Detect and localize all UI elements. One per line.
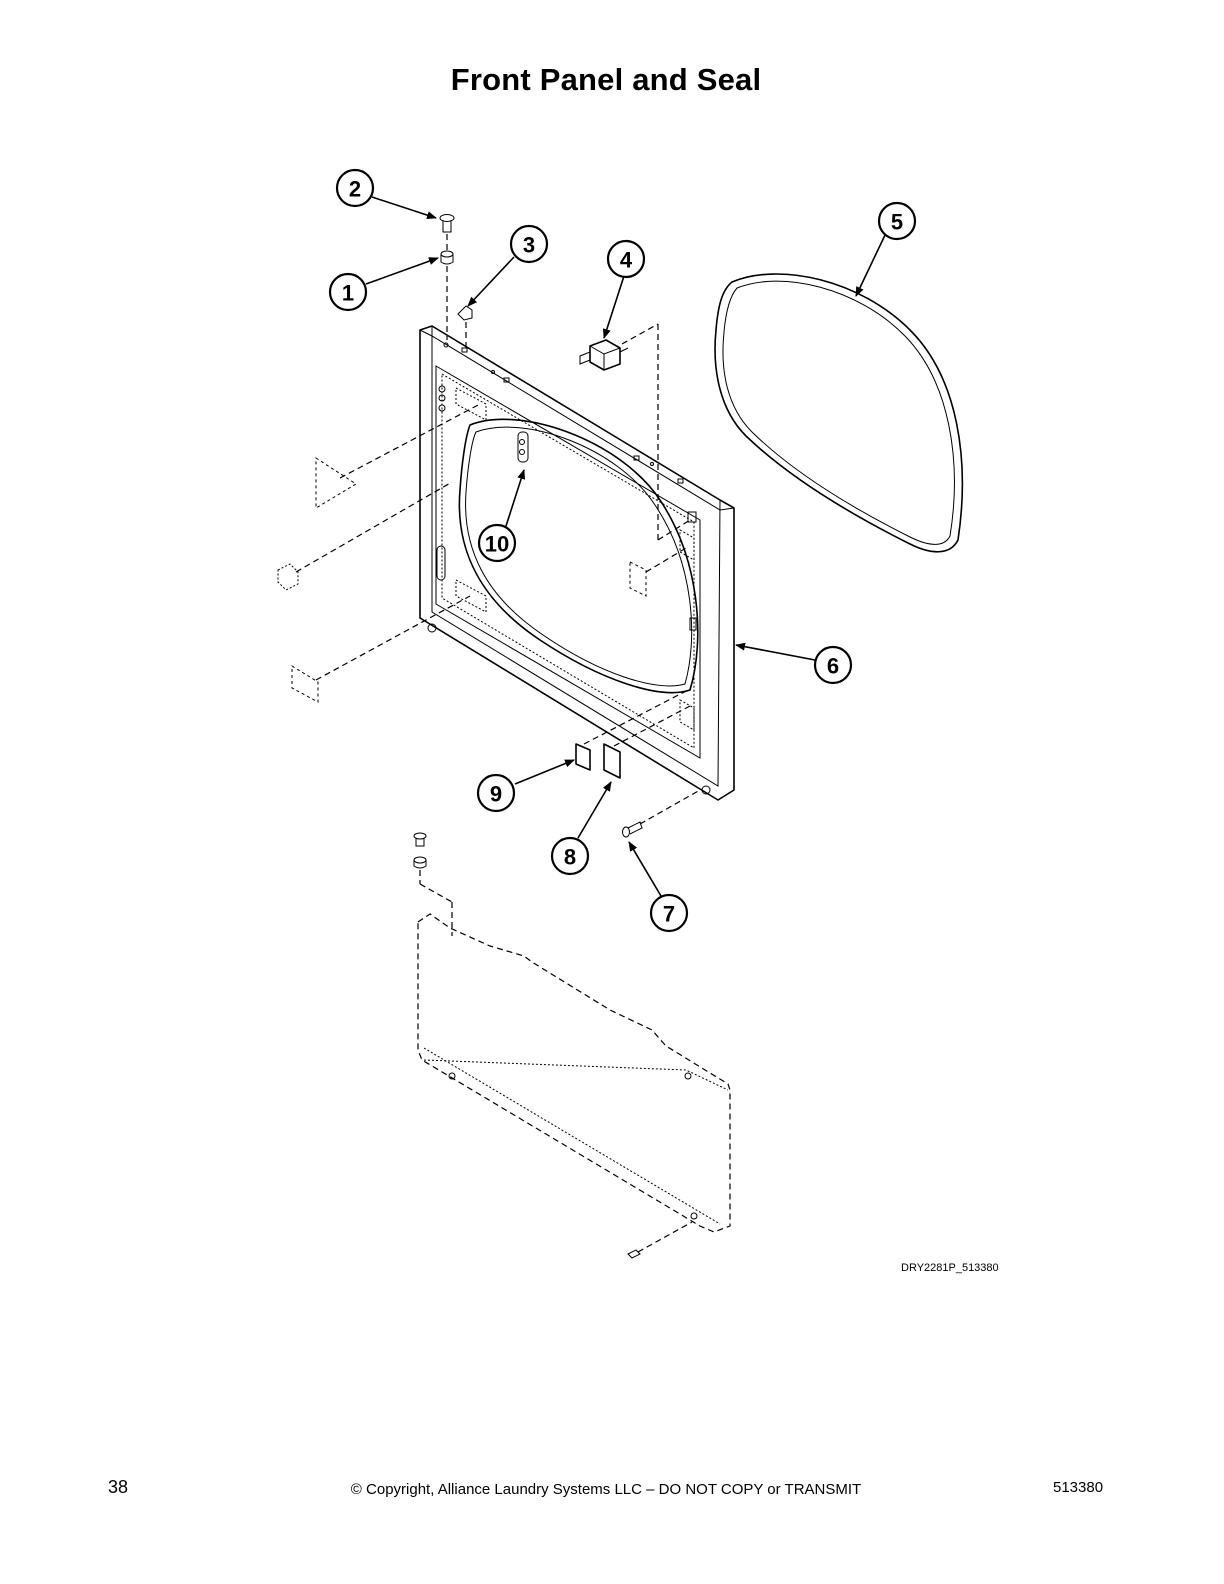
svg-text:9: 9	[490, 782, 502, 807]
part-5-door-seal	[714, 273, 964, 553]
leader-lines	[365, 196, 887, 897]
svg-text:1: 1	[342, 281, 354, 306]
callout-5: 5	[877, 201, 917, 241]
callout-4: 4	[606, 239, 646, 279]
svg-text:5: 5	[891, 210, 903, 235]
svg-text:2: 2	[349, 177, 361, 202]
part-2-screw	[439, 214, 455, 233]
footer-page-number: 38	[108, 1477, 129, 1497]
callout-10: 10	[477, 523, 517, 563]
diagram-code: DRY2281P_513380	[901, 1262, 999, 1274]
part-7-screw	[622, 821, 643, 838]
callout-1: 1	[328, 272, 368, 312]
callout-8: 8	[550, 836, 590, 876]
part-3-clip	[457, 305, 473, 321]
callout-7: 7	[649, 893, 689, 933]
part-1-nut	[440, 250, 454, 265]
svg-text:6: 6	[827, 654, 839, 679]
callout-2: 2	[335, 168, 375, 208]
svg-text:4: 4	[620, 248, 633, 273]
svg-text:7: 7	[663, 902, 675, 927]
svg-text:10: 10	[485, 532, 509, 557]
page-title: Front Panel and Seal	[450, 62, 762, 97]
part-4-door-switch	[579, 339, 629, 371]
phantom-parts-left	[277, 403, 481, 703]
footer-doc-number: 513380	[1053, 1479, 1104, 1496]
footer-copyright: © Copyright, Alliance Laundry Systems LL…	[350, 1481, 862, 1498]
front-panel	[419, 325, 735, 801]
part-9-pad	[575, 743, 591, 771]
svg-text:3: 3	[523, 233, 535, 258]
callout-9: 9	[476, 773, 516, 813]
svg-text:8: 8	[564, 845, 576, 870]
part-8-pad	[603, 743, 621, 779]
callout-3: 3	[509, 224, 549, 264]
lower-kick-panel	[413, 832, 731, 1259]
callout-6: 6	[813, 645, 853, 685]
